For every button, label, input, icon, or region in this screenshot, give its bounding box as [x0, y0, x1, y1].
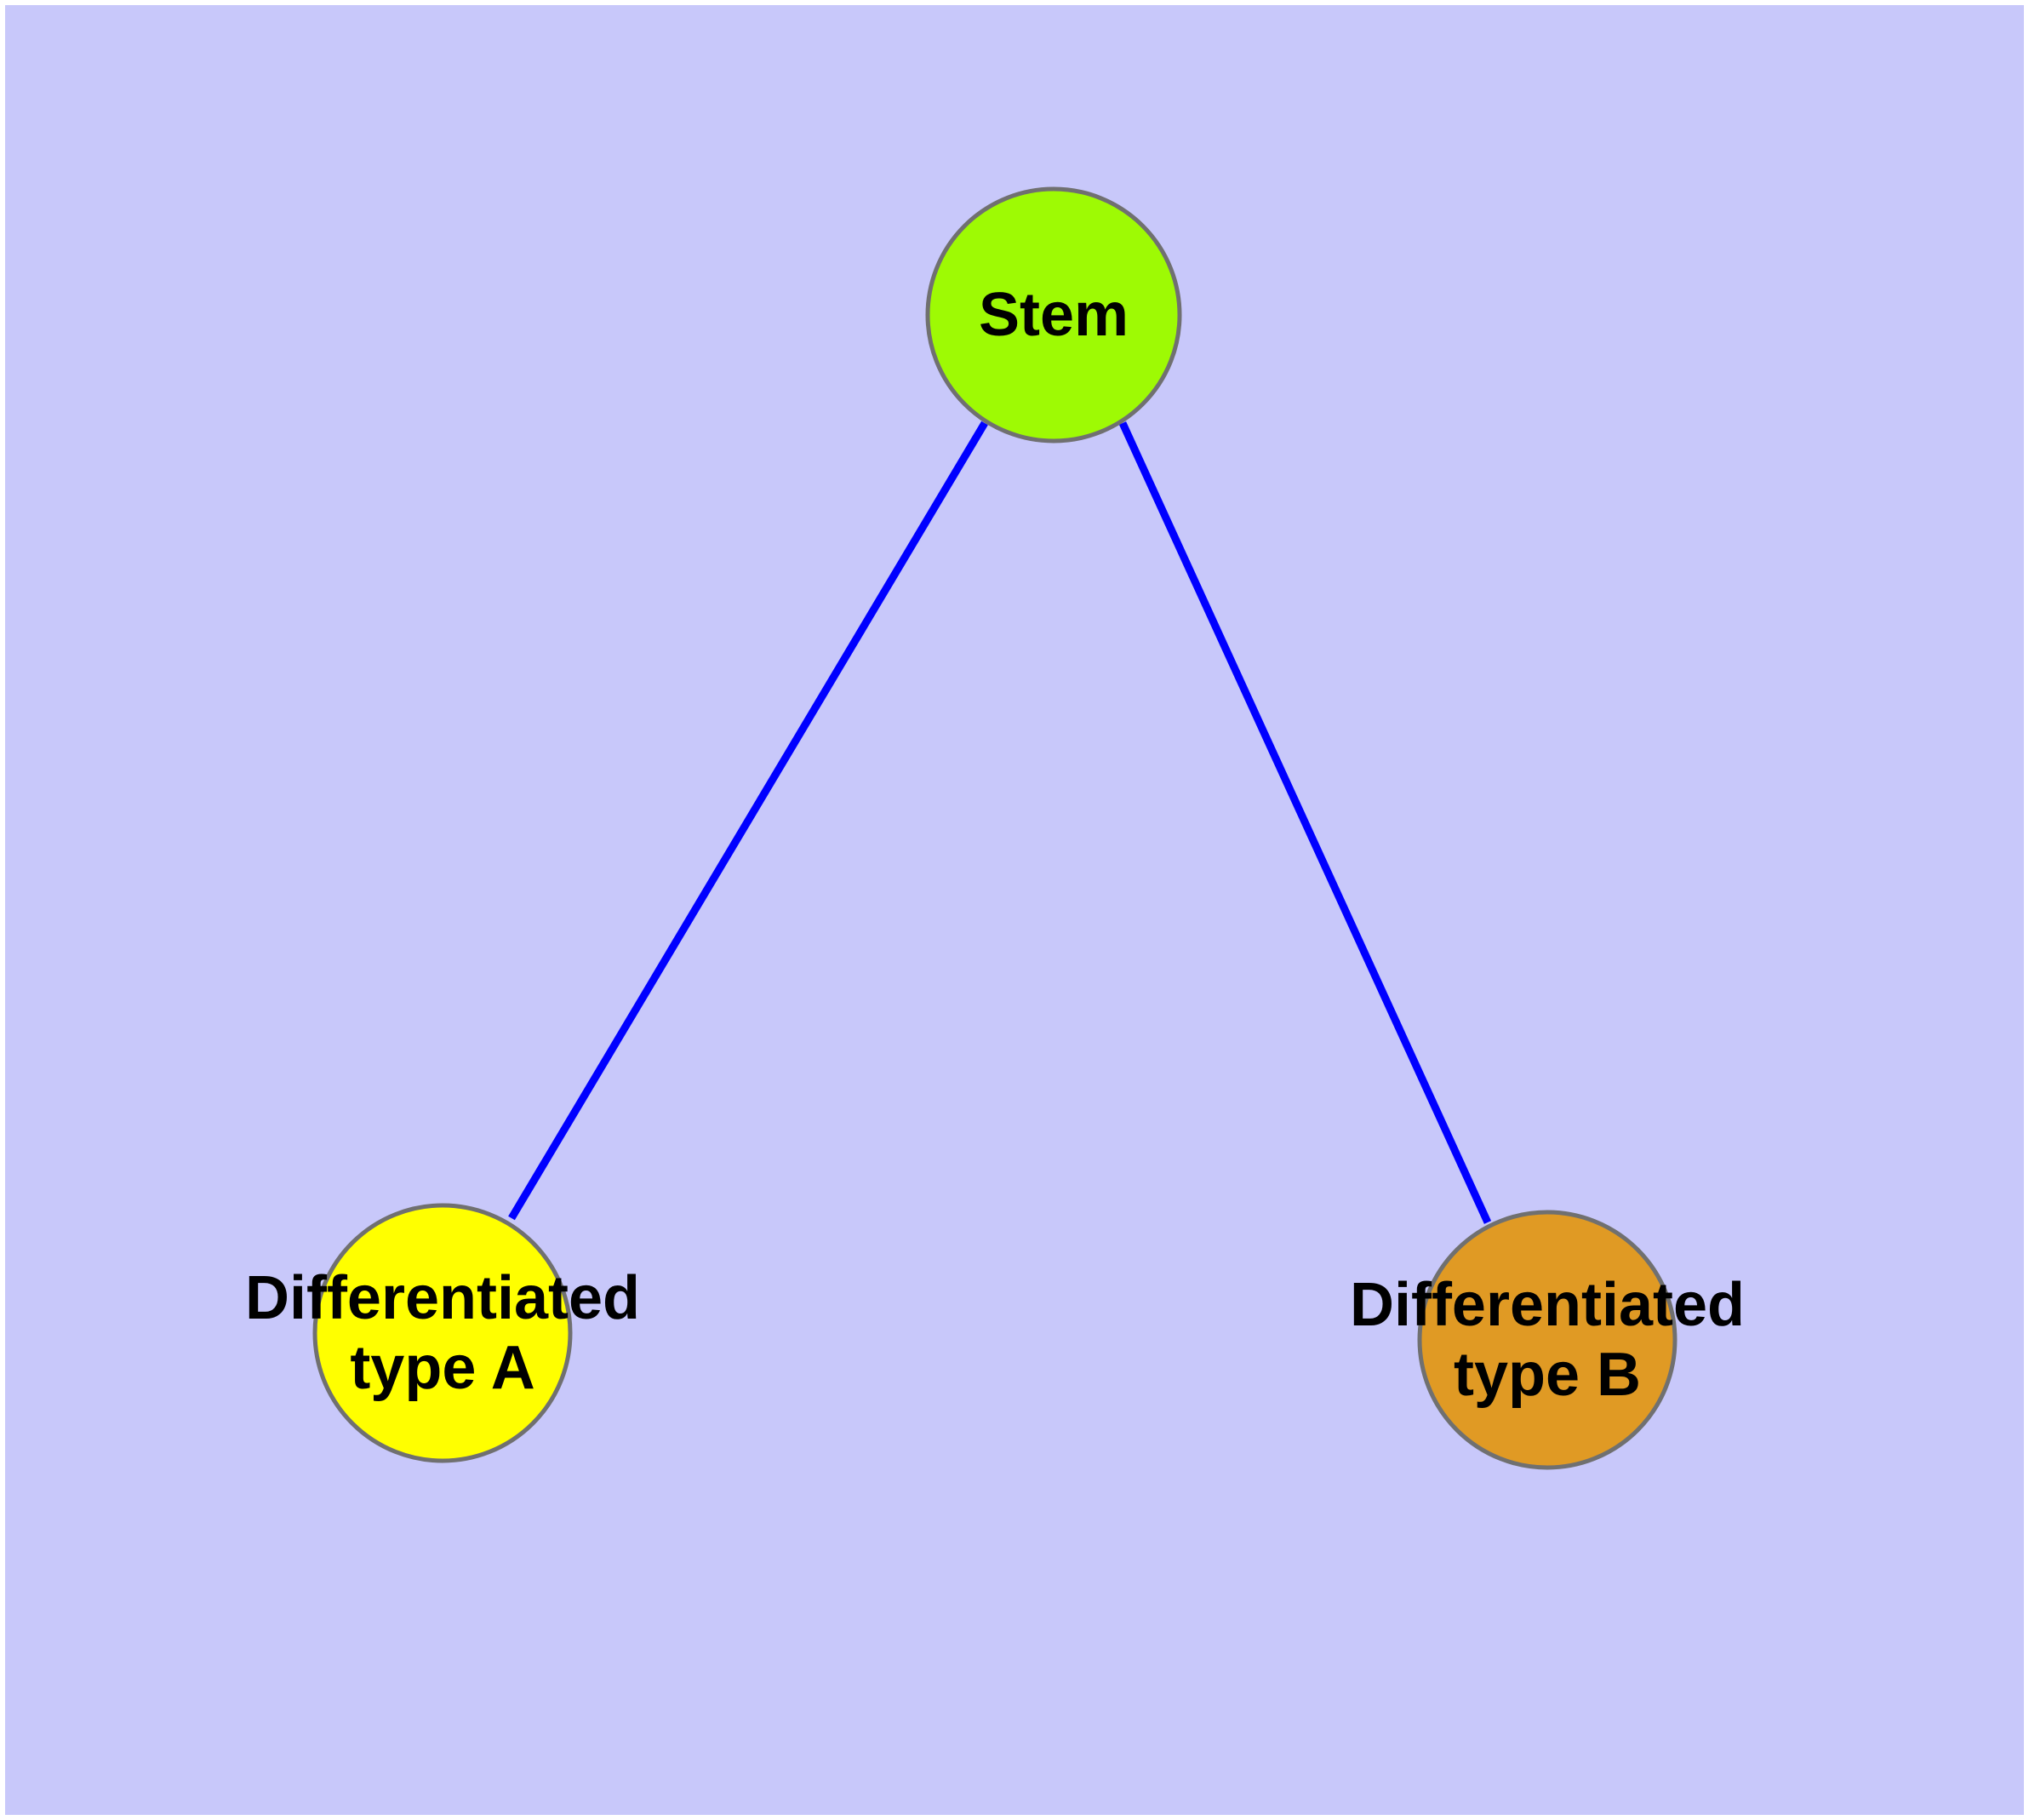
node-differentiated-type-a[interactable]: [312, 1203, 573, 1463]
edge-layer: [508, 421, 1492, 1224]
edge-stem-to-differentiated-type-b[interactable]: [1118, 421, 1492, 1224]
node-stem[interactable]: [925, 186, 1182, 444]
node-layer: [312, 186, 1677, 1470]
edge-stem-to-differentiated-type-a[interactable]: [508, 421, 988, 1221]
node-differentiated-type-b[interactable]: [1417, 1210, 1677, 1470]
